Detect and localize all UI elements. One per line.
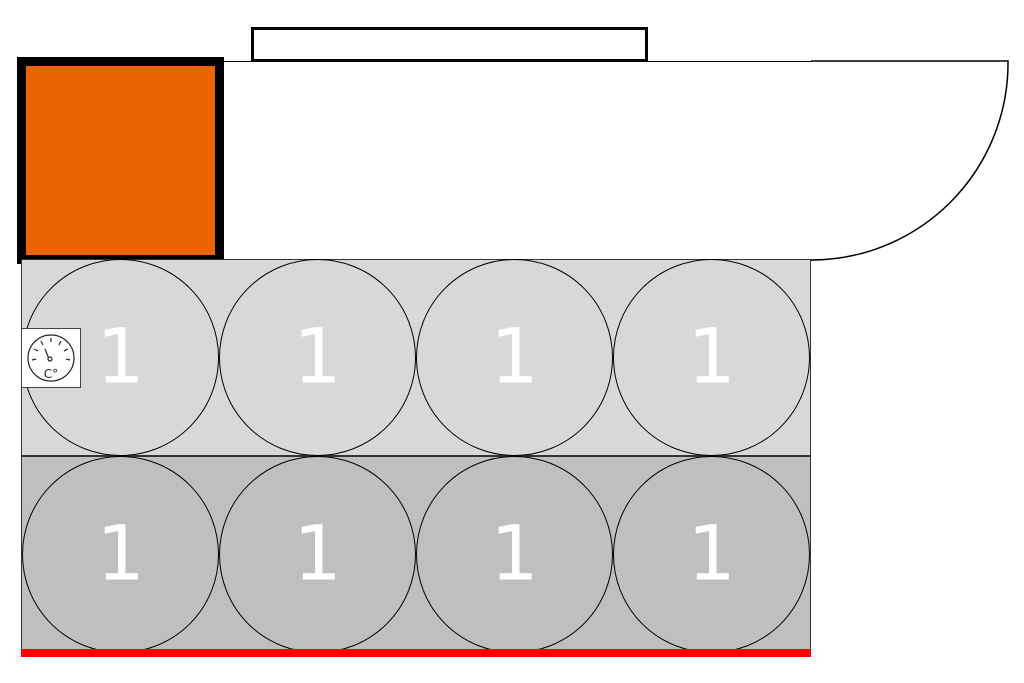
cargo-slot-label: 1	[96, 310, 145, 400]
cargo-slot-label: 1	[96, 507, 145, 597]
cargo-slot-label: 1	[687, 507, 736, 597]
cargo-slot: 1	[613, 259, 810, 456]
cargo-slot-label: 1	[293, 310, 342, 400]
top-plate	[251, 27, 648, 62]
cargo-slot-label: 1	[490, 310, 539, 400]
cargo-slot: 1	[219, 456, 416, 653]
red-base-strip	[21, 649, 811, 657]
cargo-slot: 1	[219, 259, 416, 456]
cargo-slot-label: 1	[687, 310, 736, 400]
thermometer-gauge-icon	[27, 334, 75, 382]
cargo-slot: 1	[416, 259, 613, 456]
gauge-panel: C°	[21, 328, 81, 388]
cargo-slot: 1	[416, 456, 613, 653]
cargo-slot: 1	[22, 456, 219, 653]
cargo-slot: 1	[613, 456, 810, 653]
cargo-slot: 1	[22, 259, 219, 456]
cargo-slot-label: 1	[293, 507, 342, 597]
cargo-slot-label: 1	[490, 507, 539, 597]
orange-block	[17, 57, 224, 264]
gauge-unit-label: C°	[43, 367, 59, 381]
